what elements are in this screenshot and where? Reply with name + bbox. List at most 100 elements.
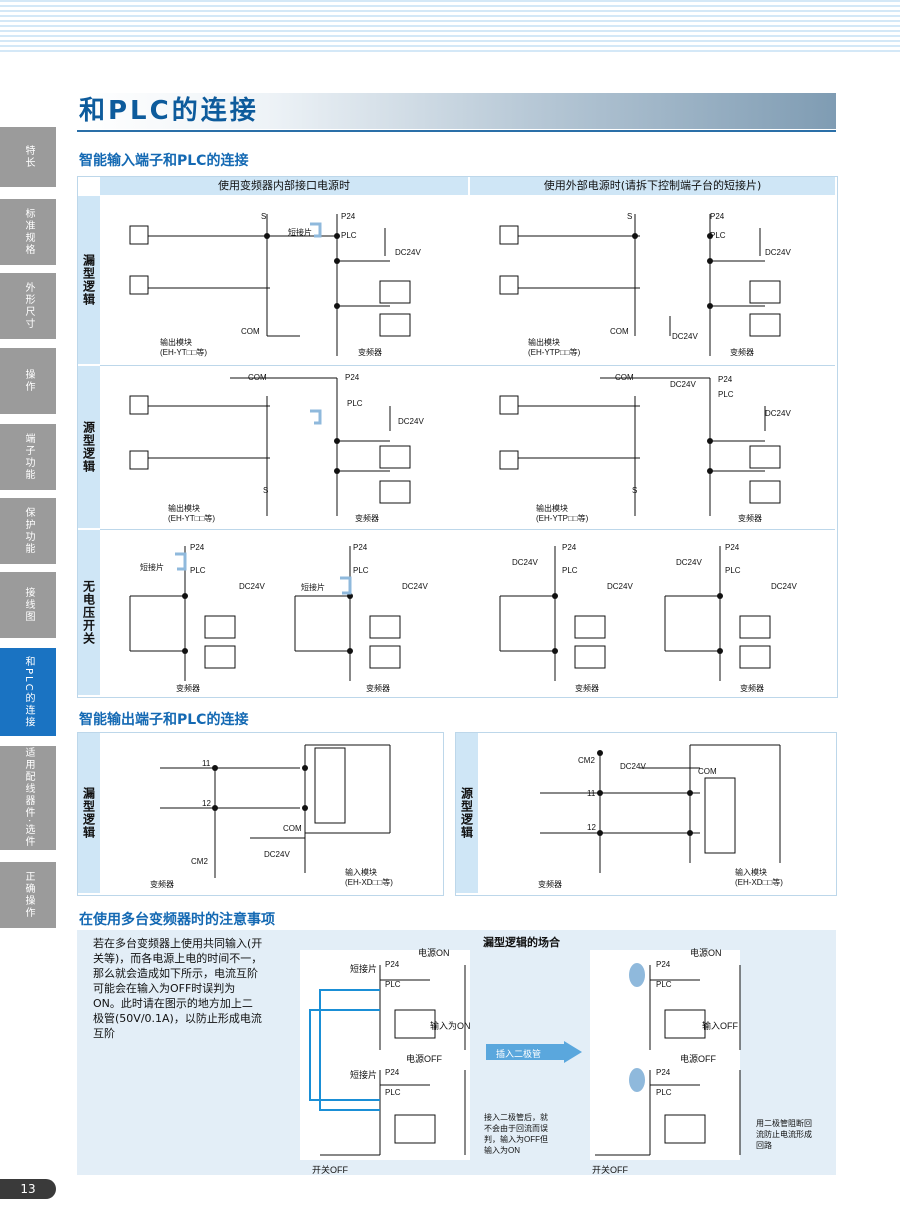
label-plc: PLC (341, 231, 357, 240)
label-p24: P24 (190, 543, 205, 552)
output-schematics (160, 744, 781, 878)
label-s: S (263, 486, 269, 495)
label-inverter: 变频器 (730, 348, 754, 357)
label-p24: P24 (725, 543, 740, 552)
label-com: COM (248, 373, 267, 382)
label-plc: PLC (347, 399, 363, 408)
section-output-heading: 智能输出端子和PLC的连接 (79, 712, 249, 728)
label-dc24v: DC24V (607, 582, 633, 591)
label-p24: P24 (385, 1068, 400, 1077)
label-com: COM (698, 767, 717, 776)
label-out-module: 输出模块 (528, 338, 560, 347)
label-com: COM (610, 327, 629, 336)
label-plc: PLC (385, 1088, 401, 1097)
input-schematics (129, 214, 781, 681)
label-plc: PLC (656, 980, 672, 989)
label-switch-off: 开关OFF (312, 1165, 348, 1175)
label-input-module: 输入模块 (345, 868, 377, 877)
label-plc: PLC (190, 566, 206, 575)
section-input-heading: 智能输入端子和PLC的连接 (79, 153, 249, 169)
label-p24: P24 (385, 960, 400, 969)
label-jumper: 短接片 (288, 228, 312, 237)
label-dc24v: DC24V (239, 582, 265, 591)
label-cm2: CM2 (578, 756, 595, 765)
label-dc24v: DC24V (620, 762, 646, 771)
tab-operation[interactable]: 操作 (0, 348, 56, 414)
label-s: S (627, 212, 633, 221)
label-p24: P24 (656, 1068, 671, 1077)
label-inverter: 变频器 (575, 684, 599, 693)
label-inverter: 变频器 (738, 514, 762, 523)
tab-usage[interactable]: 正确操作 (0, 862, 56, 928)
tab-protection[interactable]: 保护功能 (0, 498, 56, 564)
label-dc24v: DC24V (672, 332, 698, 341)
row-label-sink: 漏型逻辑 (78, 733, 100, 893)
label-out-module-model: (EH-YT□□等) (160, 348, 207, 357)
label-p24: P24 (718, 375, 733, 384)
label-com: COM (241, 327, 260, 336)
label-inverter: 变频器 (366, 684, 390, 693)
label-inverter: 变频器 (176, 684, 200, 693)
label-s: S (632, 486, 638, 495)
row-label-source: 源型逻辑 (456, 733, 478, 893)
label-input-module-model: (EH-XD□□等) (345, 878, 393, 887)
label-p24: P24 (353, 543, 368, 552)
insert-diode-arrow (486, 1041, 582, 1063)
label-out-module-model: (EH-YTP□□等) (536, 514, 589, 523)
section-multi-heading: 在使用多台变频器时的注意事项 (79, 912, 275, 928)
label-plc: PLC (718, 390, 734, 399)
label-dc24v: DC24V (771, 582, 797, 591)
note-right: 用二极管阻断回流防止电流形成回路 (756, 1119, 812, 1150)
label-dc24v: DC24V (670, 380, 696, 389)
label-terminal-11: 11 (587, 789, 596, 798)
label-p24: P24 (656, 960, 671, 969)
output-panel-sink (77, 732, 444, 896)
label-insert-diode: 插入二极管 (496, 1049, 542, 1059)
tab-terminals[interactable]: 端子功能 (0, 424, 56, 490)
label-plc: PLC (562, 566, 578, 575)
label-input-on: 输入为ON (430, 1021, 471, 1031)
label-terminal-12: 12 (587, 823, 596, 832)
label-power-on: 电源ON (418, 948, 450, 958)
tab-features[interactable]: 特长 (0, 127, 56, 187)
diagram-before (300, 950, 470, 1160)
label-out-module: 输出模块 (536, 504, 568, 513)
label-p24: P24 (710, 212, 725, 221)
label-cm2: CM2 (191, 857, 208, 866)
row-label-dry-contact: 无电压开关 (78, 530, 100, 695)
row-label-sink: 漏型逻辑 (78, 196, 100, 364)
label-inverter: 变频器 (740, 684, 764, 693)
label-com: COM (615, 373, 634, 382)
tab-dimensions[interactable]: 外形尺寸 (0, 273, 56, 339)
label-dc24v: DC24V (676, 558, 702, 567)
tab-plc-connection[interactable]: 和PLC的连接 (0, 648, 56, 736)
title-bar (77, 93, 836, 129)
multi-inverter-schematic (309, 963, 741, 1156)
tab-specs[interactable]: 标准规格 (0, 199, 56, 265)
label-dc24v: DC24V (512, 558, 538, 567)
tab-wiring[interactable]: 接线图 (0, 572, 56, 638)
label-input-module-model: (EH-XD□□等) (735, 878, 783, 887)
label-dc24v: DC24V (402, 582, 428, 591)
title-underline (77, 130, 836, 132)
label-jumper: 短接片 (350, 964, 378, 974)
case-title: 漏型逻辑的场合 (483, 936, 560, 949)
label-jumper: 短接片 (350, 1070, 378, 1080)
label-inverter: 变频器 (538, 880, 562, 889)
label-plc: PLC (725, 566, 741, 575)
label-s: S (261, 212, 267, 221)
col-header-external: 使用外部电源时(请拆下控制端子台的短接片) (470, 177, 835, 195)
label-inverter: 变频器 (358, 348, 382, 357)
page-title: 和PLC的连接 (79, 96, 259, 126)
tab-options[interactable]: 适用配线器件·选件 (0, 746, 56, 850)
label-power-off: 电源OFF (680, 1054, 716, 1064)
label-dc24v: DC24V (765, 248, 791, 257)
col-header-internal: 使用变频器内部接口电源时 (100, 177, 468, 195)
label-p24: P24 (562, 543, 577, 552)
label-power-on: 电源ON (690, 948, 722, 958)
label-p24: P24 (345, 373, 360, 382)
page-number: 13 (0, 1179, 56, 1199)
label-plc: PLC (385, 980, 401, 989)
label-input-off: 输入OFF (702, 1021, 738, 1031)
label-plc: PLC (710, 231, 726, 240)
